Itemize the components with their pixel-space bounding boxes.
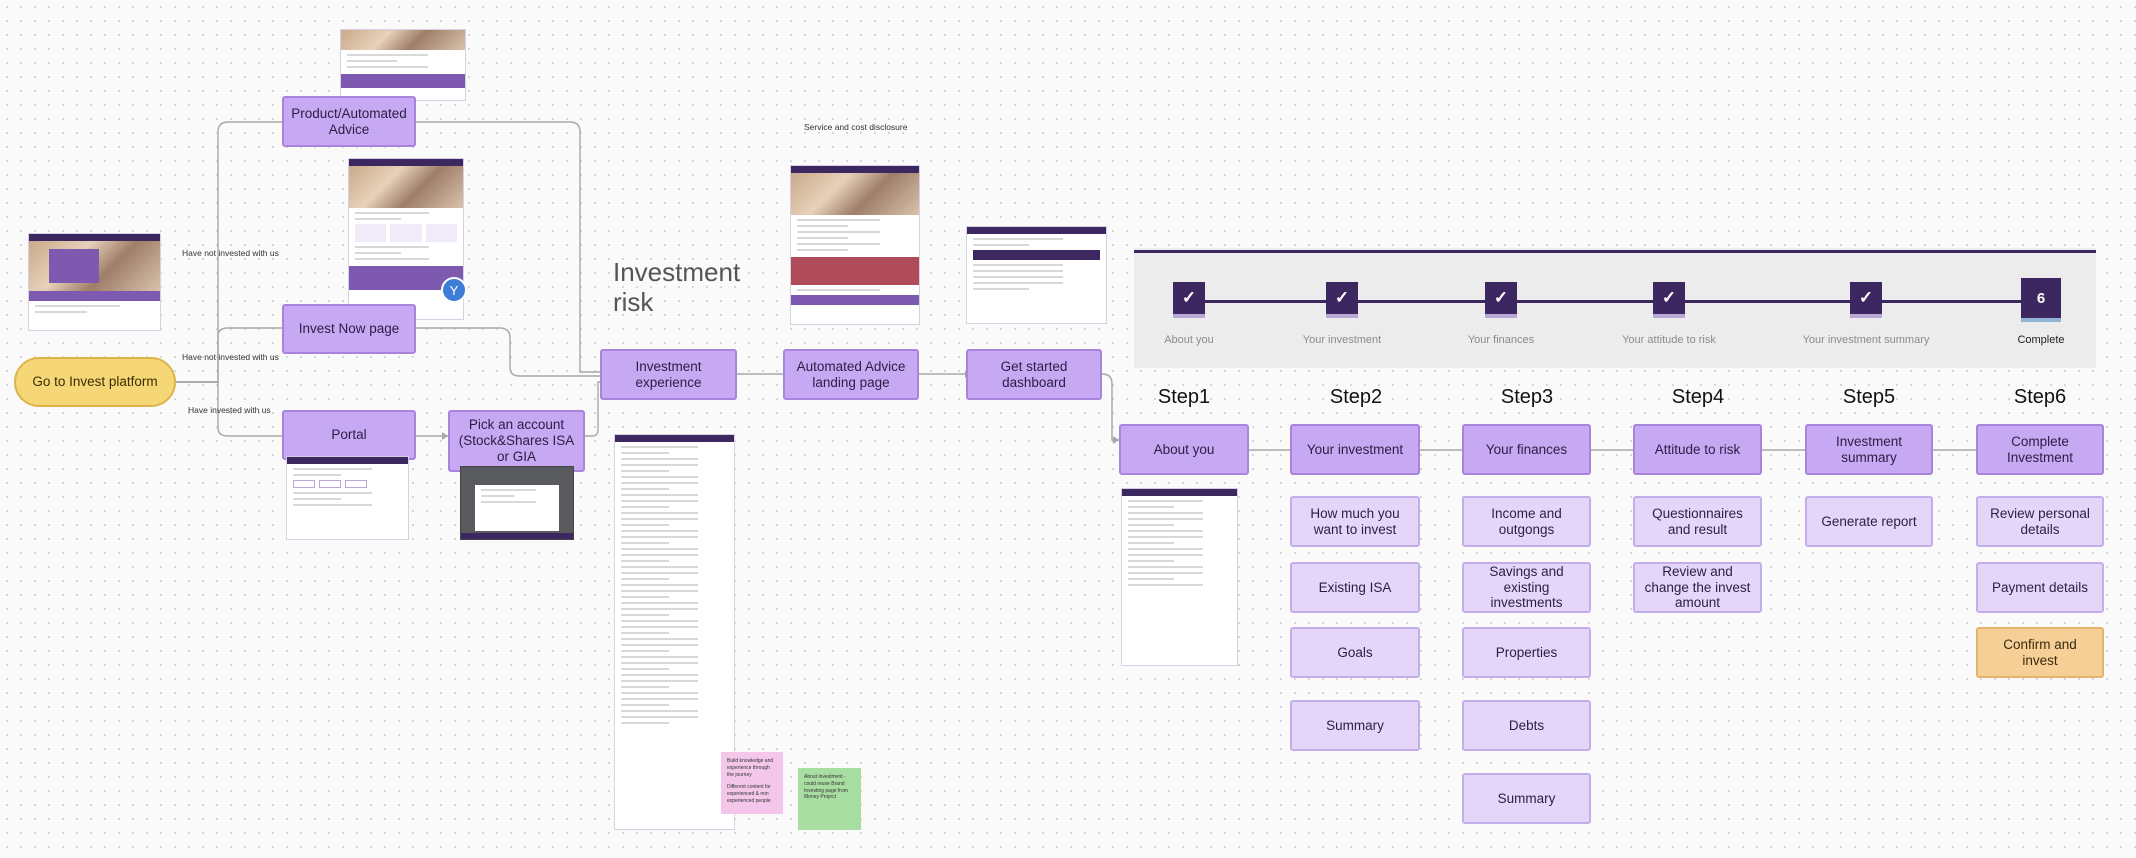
check-icon: ✓ [1173,282,1205,318]
green-sticky-note[interactable]: About investment - could reuse Brand Inv… [798,768,861,830]
progress-step-label: Your investment summary [1802,334,1930,346]
step-title-1: Step1 [1157,386,1211,408]
edge-label-top: Have not invested with us [182,248,279,258]
confirm-and-invest-node[interactable]: Confirm and invest [1976,627,2104,678]
homepage-thumbnail[interactable] [28,233,161,331]
invest-now-page-node[interactable]: Invest Now page [282,304,416,354]
service-cost-disclosure-title: Service and cost disclosure [804,122,908,132]
portal-node[interactable]: Portal [282,410,416,460]
progress-step-3[interactable]: ✓ Your finances [1421,282,1581,346]
progress-step-label: Complete [2017,334,2065,346]
progress-step-4[interactable]: ✓ Your attitude to risk [1589,282,1749,346]
progress-stepper: ✓ About you ✓ Your investment ✓ Your fin… [1134,248,2096,368]
your-finances-node[interactable]: Your finances [1462,424,1591,475]
income-outgoings-node[interactable]: Income and outgongs [1462,496,1591,547]
complete-investment-node[interactable]: Complete Investment [1976,424,2104,475]
savings-investments-node[interactable]: Savings and existing investments [1462,562,1591,613]
get-started-dashboard-thumbnail[interactable] [966,226,1107,324]
progress-step-label: About you [1164,334,1214,346]
pick-account-modal-thumbnail[interactable] [460,466,574,540]
pink-sticky-text-2: Different content for experienced & non … [727,784,771,804]
progress-top-rule [1134,250,2096,253]
your-investment-node[interactable]: Your investment [1290,424,1420,475]
progress-step-label: Your investment [1302,334,1382,346]
investment-risk-title: Investment risk [613,257,741,317]
about-you-node[interactable]: About you [1119,424,1249,475]
investment-experience-node[interactable]: Investment experience [600,349,737,400]
step-title-2: Step2 [1329,386,1383,408]
progress-step-6[interactable]: 6 Complete [1961,278,2121,346]
goals-node[interactable]: Goals [1290,627,1420,678]
pink-sticky-text-1: Build knowledge and experience through t… [727,758,774,778]
product-page-thumbnail[interactable] [340,29,466,101]
investment-summary-node[interactable]: Investment summary [1805,424,1933,475]
step-title-5: Step5 [1842,386,1896,408]
progress-step-label: Your attitude to risk [1622,334,1716,346]
existing-isa-node[interactable]: Existing ISA [1290,562,1420,613]
automated-advice-landing-thumbnail[interactable] [790,165,920,325]
product-automated-advice-node[interactable]: Product/Automated Advice [282,96,416,147]
step-number-badge: 6 [2021,278,2061,322]
generate-report-node[interactable]: Generate report [1805,496,1933,547]
payment-details-node[interactable]: Payment details [1976,562,2104,613]
questionnaires-node[interactable]: Questionnaires and result [1633,496,1762,547]
step-title-4: Step4 [1671,386,1725,408]
collaborator-avatar[interactable]: Y [441,277,467,303]
review-personal-details-node[interactable]: Review personal details [1976,496,2104,547]
review-invest-amount-node[interactable]: Review and change the invest amount [1633,562,1762,613]
check-icon: ✓ [1326,282,1358,318]
check-icon: ✓ [1850,282,1882,318]
automated-advice-landing-node[interactable]: Automated Advice landing page [783,349,919,400]
get-started-dashboard-node[interactable]: Get started dashboard [966,349,1102,400]
step2-summary-node[interactable]: Summary [1290,700,1420,751]
pick-an-account-node[interactable]: Pick an account (Stock&Shares ISA or GIA [448,410,585,472]
pink-sticky-note[interactable]: Build knowledge and experience through t… [721,752,783,814]
attitude-to-risk-node[interactable]: Attitude to risk [1633,424,1762,475]
step-title-3: Step3 [1500,386,1554,408]
progress-step-5[interactable]: ✓ Your investment summary [1786,282,1946,346]
step3-summary-node[interactable]: Summary [1462,773,1591,824]
progress-step-label: Your finances [1467,334,1535,346]
invest-now-page-thumbnail[interactable] [348,158,464,320]
progress-step-2[interactable]: ✓ Your investment [1262,282,1422,346]
step-title-6: Step6 [2013,386,2067,408]
debts-node[interactable]: Debts [1462,700,1591,751]
edge-label-bottom: Have invested with us [188,405,271,415]
start-node[interactable]: Go to Invest platform [14,357,176,407]
check-icon: ✓ [1653,282,1685,318]
about-you-form-thumbnail[interactable] [1121,488,1238,666]
green-sticky-text: About investment - could reuse Brand Inv… [804,774,848,801]
how-much-invest-node[interactable]: How much you want to invest [1290,496,1420,547]
check-icon: ✓ [1485,282,1517,318]
progress-track [1189,300,2049,303]
properties-node[interactable]: Properties [1462,627,1591,678]
edge-label-middle: Have not invested with us [182,352,279,362]
progress-step-1[interactable]: ✓ About you [1109,282,1269,346]
investment-experience-form-thumbnail[interactable] [614,434,735,830]
portal-thumbnail[interactable] [286,456,409,540]
